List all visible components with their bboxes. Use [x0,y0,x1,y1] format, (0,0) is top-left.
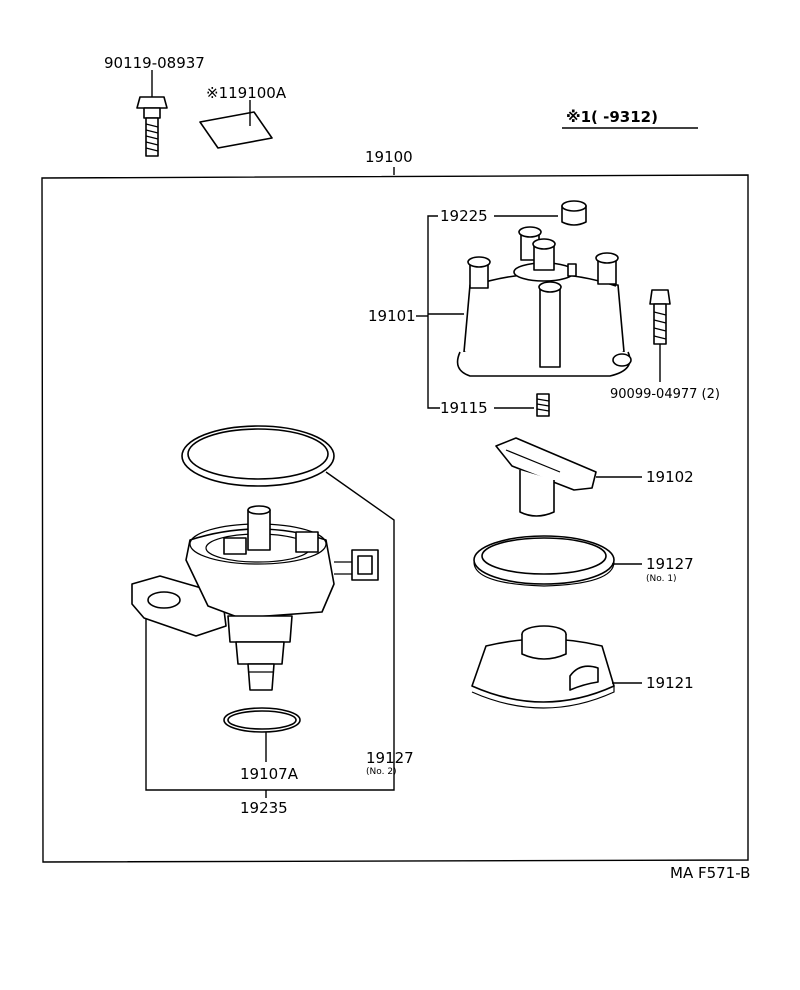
assembly-frame [41,174,749,863]
carbon-spring [536,393,550,417]
label-spring: 19115 [440,399,488,417]
label-seal-no1: 19127 [646,555,694,573]
note-text: ※1( -9312) [566,108,658,126]
label-seal-no2-sub: (No. 2) [366,767,397,777]
seal-no1 [473,535,615,587]
distributor-housing [131,505,379,691]
bolt-90119-08937 [136,70,168,157]
label-cap: 19101 [368,307,416,325]
label-plate-text: ※119100A [206,84,287,102]
distributor-cap [456,226,632,377]
seal-no2 [145,425,395,791]
label-rotor: 19102 [646,468,694,486]
label-cap-plug: 19225 [440,207,488,225]
label-seal-no2: 19127 [366,749,414,767]
label-seal-no1-sub: (No. 1) [646,574,677,584]
label-assembly: 19100 [365,148,413,166]
label-cap-screw: 90099-04977 (2) [610,387,720,402]
rotor [495,437,597,517]
cap-screw [649,289,671,382]
dust-cover [471,625,615,709]
cap-plug [561,200,587,226]
cap-bracket [427,215,440,409]
label-bolt-top: 90119-08937 [104,54,205,72]
label-o-ring: 19107A [240,765,299,783]
o-ring [223,707,301,762]
label-dust-cover: 19121 [646,674,694,692]
drawing-code: MA F571-B [670,864,750,882]
label-plate [199,100,273,149]
label-housing: 19235 [240,799,288,817]
